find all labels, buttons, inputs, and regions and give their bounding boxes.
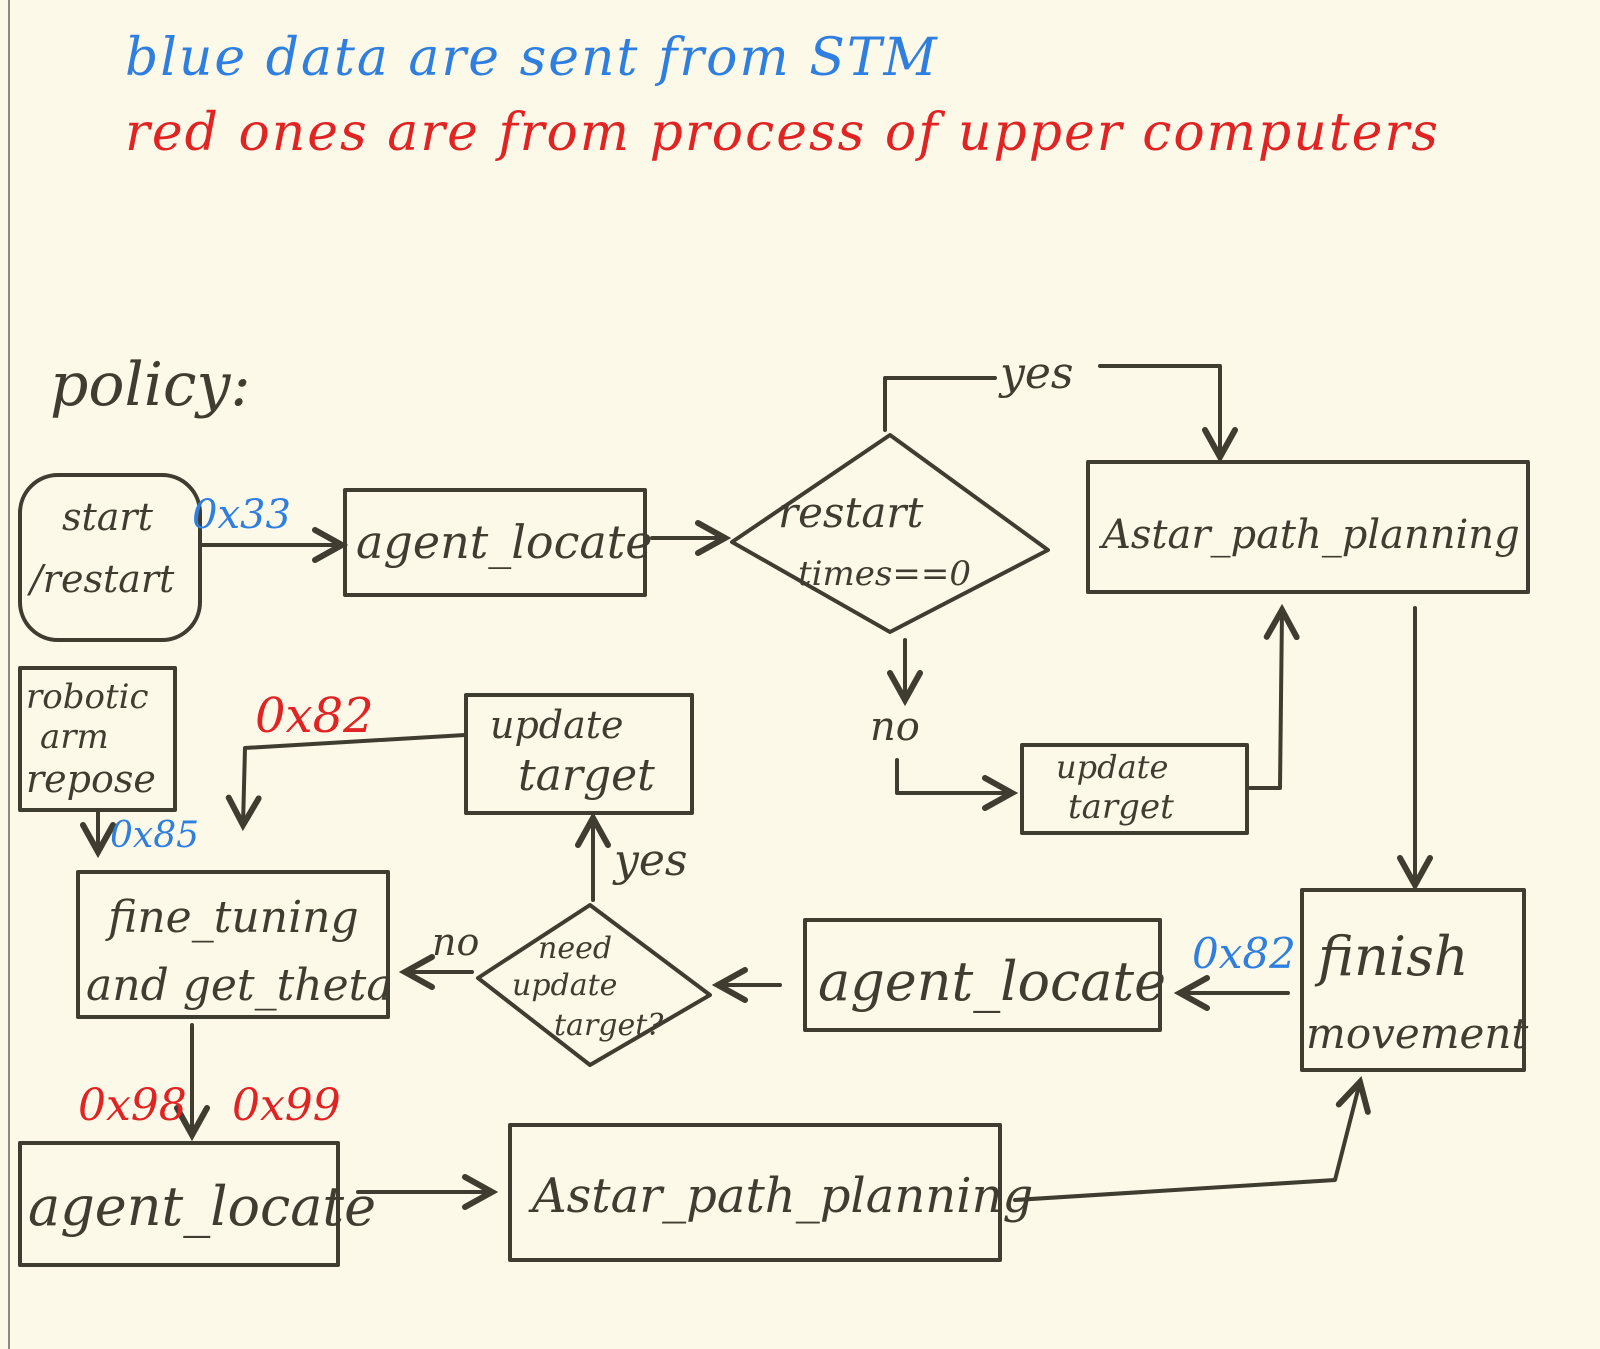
edge-label-no-need: no [432, 920, 479, 964]
arrow-no-to-update-target [895, 758, 1012, 793]
code-0x82-blue: 0x82 [1192, 929, 1296, 978]
fine-tuning-label-2: and get_theta [86, 960, 393, 1011]
need-label-3: target? [554, 1008, 664, 1043]
arrow-update-to-astar [1248, 610, 1282, 790]
robotic-label-2: arm [40, 717, 109, 757]
code-0x85: 0x85 [110, 815, 199, 856]
finish-movement-node: finish movement [1300, 888, 1528, 1072]
legend-red-line: red ones are from process of upper compu… [125, 103, 1440, 163]
update-target-node-2: update target [1020, 743, 1249, 835]
astar-box-2 [508, 1123, 1002, 1262]
finish-label-2: movement [1306, 1009, 1528, 1058]
robotic-arm-box [18, 666, 177, 812]
start-restart-node: start /restart [18, 473, 202, 642]
update-target-2-label-1: update [1056, 748, 1168, 786]
astar-box-1 [1086, 460, 1530, 594]
update-target-1-label-1: update [490, 703, 624, 747]
legend-blue-line: blue data are sent from STM [125, 28, 939, 88]
agent-locate-box-2 [803, 918, 1162, 1032]
agent-locate-box-3 [18, 1141, 340, 1267]
agent-locate-node-3: agent_locate [18, 1141, 376, 1267]
fine-tuning-box [76, 870, 390, 1019]
arrow-yes-to-astar [1098, 364, 1220, 457]
agent-locate-box-1 [343, 488, 647, 597]
agent-locate-label-2: agent_locate [818, 950, 1166, 1013]
astar-label-2: Astar_path_planning [528, 1168, 1033, 1224]
agent-locate-node-2: agent_locate [803, 918, 1166, 1032]
agent-locate-label-3: agent_locate [28, 1175, 376, 1238]
robotic-arm-node: robotic arm repose [18, 666, 177, 812]
update-target-box-2 [1020, 743, 1249, 835]
edge-label-no-restart: no [870, 704, 920, 750]
code-0x98: 0x98 [78, 1080, 187, 1131]
astar-node-1: Astar_path_planning [1086, 460, 1530, 594]
restart-label-1: restart [778, 488, 923, 537]
restart-label: /restart [26, 557, 175, 601]
start-label: start [62, 495, 154, 539]
need-update-diamond [476, 903, 712, 1067]
finish-label-1: finish [1314, 925, 1469, 988]
code-0x99: 0x99 [232, 1080, 341, 1131]
agent-locate-label-1: agent_locate [356, 515, 653, 569]
robotic-label-3: repose [26, 757, 156, 801]
need-label-1: need [538, 931, 612, 966]
need-label-2: update [512, 968, 617, 1003]
code-0x33: 0x33 [192, 492, 291, 538]
connector-yes-left [883, 376, 997, 432]
fine-tuning-node: fine_tuning and get_theta [76, 870, 393, 1019]
code-0x82-red: 0x82 [255, 688, 374, 744]
policy-title: policy: [50, 350, 251, 420]
restart-decision-node: restart times==0 [730, 433, 1050, 634]
restart-diamond [730, 433, 1050, 634]
fine-tuning-label-1: fine_tuning [105, 892, 359, 943]
edge-label-yes-need: yes [612, 835, 687, 886]
arrow-update-to-fine [243, 733, 467, 825]
astar-label-1: Astar_path_planning [1098, 512, 1520, 558]
agent-locate-node-1: agent_locate [343, 488, 653, 597]
edge-label-yes-top: yes [998, 348, 1073, 399]
astar-node-2: Astar_path_planning [508, 1123, 1033, 1262]
arrow-astar2-to-finish [1013, 1082, 1360, 1202]
update-target-node-1: update target [464, 693, 694, 815]
robotic-label-1: robotic [26, 677, 149, 717]
page-frame [8, 0, 1600, 1349]
finish-movement-box [1300, 888, 1526, 1072]
need-update-decision-node: need update target? [476, 903, 712, 1067]
update-target-2-label-2: target [1068, 787, 1174, 827]
update-target-1-label-2: target [518, 750, 655, 801]
restart-label-2: times==0 [798, 554, 971, 594]
start-restart-box [18, 473, 202, 642]
